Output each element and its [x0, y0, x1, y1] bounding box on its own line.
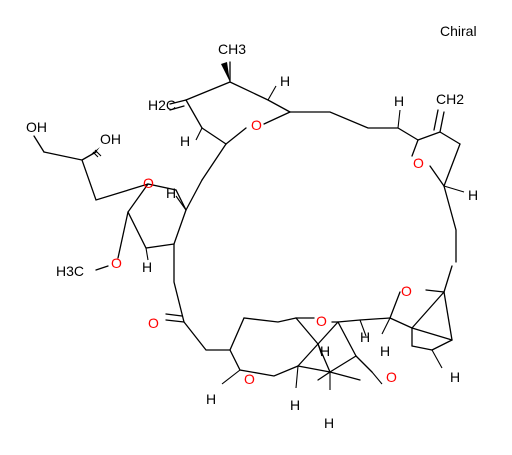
oxygen-methoxy: O [111, 255, 122, 271]
hydroxyl-group-1: OH [100, 131, 121, 147]
oxygen-pyran-mid: O [316, 313, 327, 329]
methoxy-methyl: H3C [56, 263, 84, 279]
chiral-label: Chiral [440, 23, 477, 39]
hydrogen-label: H [360, 329, 370, 345]
hydrogen-label: H [324, 415, 334, 431]
oxygen-upper-right-ring: O [413, 155, 424, 171]
methyl-group: CH3 [218, 41, 246, 57]
hydrogen-label: H [468, 187, 478, 203]
hydrogen-label: H [280, 73, 290, 89]
oxygen-pyran-lower: O [244, 371, 255, 387]
hydrogen-label: H [206, 391, 216, 407]
hydrogen-label: H [142, 259, 152, 275]
atom-labels: Chiral CH3 H2C CH2 OH OH H3C O O O O O O… [26, 23, 478, 431]
oxygen-ketone: O [148, 315, 159, 331]
hydrogen-label: H [290, 397, 300, 413]
methylene-group-left: H2C [148, 97, 176, 113]
methylene-group-right: CH2 [436, 91, 464, 107]
oxygen-bicycle-top: O [401, 283, 412, 299]
hydrogen-label: H [380, 343, 390, 359]
hydroxyl-group-2: OH [26, 119, 47, 135]
hydrogen-label: H [320, 343, 330, 359]
hydrogen-label: H [166, 185, 176, 201]
hydrogen-label: H [180, 133, 190, 149]
hydrogen-label: H [450, 369, 460, 385]
oxygen-cage-lower: O [386, 369, 397, 385]
stereo-bonds [90, 62, 465, 390]
bond-lines [33, 61, 461, 381]
oxygen-upper-left-ring: O [251, 117, 262, 133]
oxygen-left-thf: O [143, 175, 154, 191]
hydrogen-label: H [394, 93, 404, 109]
